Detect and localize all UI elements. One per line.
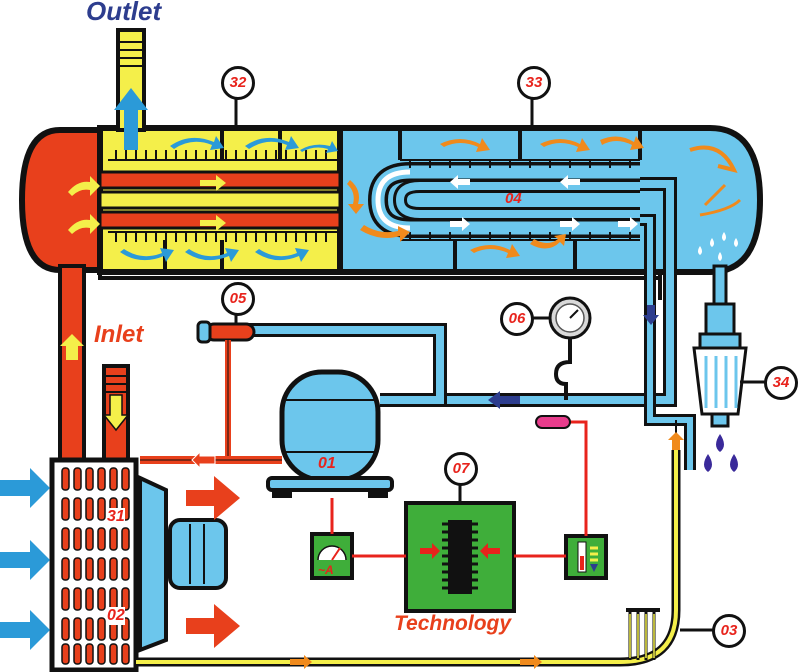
liquid-arrow-2 [520, 655, 542, 669]
cold-flow-arrows [347, 136, 742, 258]
expansion-valve [196, 320, 256, 460]
callout-05: 05 [221, 282, 255, 316]
suction-arrow-down [643, 305, 659, 325]
technology-label: Technology [394, 612, 512, 635]
condenser-fan [138, 474, 228, 653]
callout-31: 31 [107, 508, 125, 526]
outlet-label: Outlet [86, 0, 162, 26]
fins-top [108, 150, 340, 161]
outlet-pipe [114, 28, 148, 150]
callout-06: 06 [500, 302, 534, 336]
liquid-arrow-1 [290, 655, 312, 669]
air-flow-arrows-blue [120, 136, 338, 262]
suction-line [380, 177, 696, 470]
coil-flow-arrows [450, 175, 638, 231]
capillary-coil [626, 608, 660, 660]
temperature-sensor [535, 415, 571, 429]
discharge-line [240, 323, 447, 407]
control-wires [330, 420, 588, 558]
condenser-coil [49, 457, 139, 672]
callout-32: 32 [221, 66, 255, 100]
callout-33: 33 [517, 66, 551, 100]
frame-line-top [98, 270, 660, 280]
controller-board [404, 501, 516, 613]
compressor [266, 369, 394, 498]
fins-bottom [108, 231, 340, 242]
hot-flow-arrows [68, 175, 226, 234]
liquid-arrow-up [668, 432, 684, 450]
drain-drops [704, 434, 738, 472]
inlet-pipe [102, 364, 130, 462]
callout-02: 02 [107, 607, 125, 625]
callout-34: 34 [764, 366, 798, 400]
drain-filter [692, 264, 748, 428]
callout-07: 07 [444, 452, 478, 486]
liquid-line [136, 420, 684, 669]
riser-arrow [60, 334, 84, 360]
pressure-gauge [548, 296, 592, 400]
condensate-drops [698, 232, 738, 261]
outlet-arrow [114, 88, 148, 150]
inlet-riser [58, 264, 86, 462]
condenser-tubes [61, 467, 130, 665]
thermostat-box [564, 534, 608, 580]
callout-03: 03 [712, 614, 746, 648]
callout-01: 01 [318, 455, 336, 472]
vessel-hot-head [18, 127, 103, 273]
callout-04: 04 [505, 190, 522, 207]
suction-arrow-left [488, 391, 520, 409]
ammeter-unit: ~A [318, 563, 334, 577]
exhaust-air-arrows [186, 476, 240, 648]
inlet-label: Inlet [94, 321, 144, 348]
cooling-air-arrows [0, 468, 50, 650]
